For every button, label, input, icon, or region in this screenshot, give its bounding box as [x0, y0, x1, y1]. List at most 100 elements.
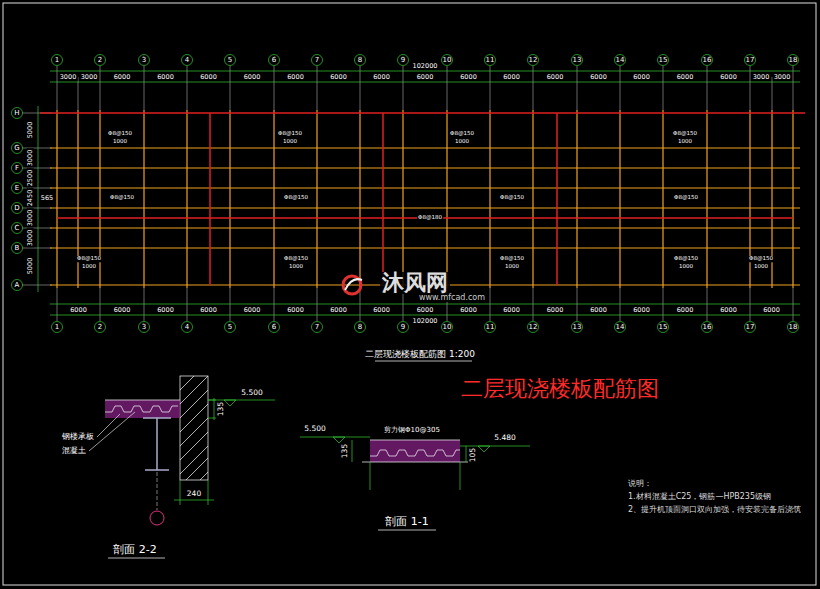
rebar-label: Φ8@150 — [283, 195, 309, 201]
dimension: 6000 — [329, 307, 348, 314]
dimension: 6000 — [632, 307, 651, 314]
axis-number: H — [14, 110, 19, 117]
dimension: 6000 — [719, 74, 738, 81]
dimension: 3000 — [80, 74, 99, 81]
dimension: 6000 — [762, 307, 781, 314]
axis-number: 13 — [573, 57, 582, 64]
section-dimension: 240 — [186, 490, 202, 498]
axis-number: 14 — [616, 324, 625, 331]
rebar-label: Φ8@150 — [76, 256, 102, 262]
dimension: 6000 — [199, 307, 218, 314]
axis-number: D — [14, 205, 19, 212]
section-title: 剖面 2-2 — [113, 544, 156, 555]
axis-number: 7 — [315, 57, 319, 64]
section-dimension: 105 — [469, 447, 477, 463]
axis-number: 17 — [746, 324, 755, 331]
axis-number: 18 — [789, 324, 798, 331]
axis-number: E — [15, 185, 19, 192]
axis-number: G — [14, 145, 19, 152]
rebar-label: Φ8@150 — [107, 131, 133, 137]
section-dimension: 5.500 — [303, 425, 326, 433]
dimension: 6000 — [243, 74, 262, 81]
rebar-label: Φ8@150 — [277, 131, 303, 137]
rebar-label: 1000 — [112, 139, 128, 145]
rebar-label: Φ8@150 — [449, 131, 475, 137]
axis-number: 2 — [98, 57, 102, 64]
dimension: 6000 — [676, 74, 695, 81]
dimension: 3000 — [773, 74, 792, 81]
rebar-label: Φ8@150 — [499, 195, 525, 201]
axis-number: 11 — [486, 57, 495, 64]
section-dimension: 5.480 — [493, 434, 516, 442]
rebar-note: 剪力钢Φ10@305 — [383, 427, 441, 434]
rebar-label: Φ8@150 — [673, 195, 699, 201]
section-dimension: 5.500 — [240, 389, 263, 397]
dimension: 6000 — [329, 74, 348, 81]
dimension: 5000 — [27, 121, 34, 140]
watermark: 沐风网 — [380, 272, 450, 294]
dimension: 6000 — [156, 307, 175, 314]
dimension: 565 — [40, 195, 54, 202]
dimension: 3000 — [752, 74, 771, 81]
axis-number: 4 — [185, 57, 189, 64]
design-note: 1.材料混凝土C25，钢筋—HPB235级钢 — [628, 493, 771, 501]
material-label: 混凝土 — [62, 447, 86, 455]
dimension: 6000 — [286, 307, 305, 314]
dimension: 6000 — [502, 74, 521, 81]
axis-number: 18 — [789, 57, 798, 64]
axis-number: 12 — [529, 324, 538, 331]
axis-number: 10 — [443, 57, 452, 64]
rebar-label: 1000 — [282, 139, 298, 145]
dimension: 6000 — [416, 74, 435, 81]
dimension: 6000 — [69, 307, 88, 314]
rebar-label: 1000 — [504, 264, 520, 270]
axis-number: 11 — [486, 324, 495, 331]
axis-number: 5 — [228, 57, 232, 64]
axis-number: 3 — [142, 57, 146, 64]
plan-caption: 二层现浇楼板配筋图 1:200 — [364, 350, 476, 359]
dimension: 3000 — [59, 74, 78, 81]
rebar-label: Φ8@150 — [673, 256, 699, 262]
axis-number: C — [15, 225, 20, 232]
axis-number: 1 — [55, 324, 59, 331]
axis-number: 5 — [228, 324, 232, 331]
axis-number: 17 — [746, 57, 755, 64]
axis-number: B — [15, 245, 20, 252]
design-note: 2、提升机顶面洞口双向加强，待安装完备后浇筑 — [628, 506, 801, 514]
axis-number: F — [15, 165, 19, 172]
dimension: 6000 — [416, 307, 435, 314]
dimension: 6000 — [676, 307, 695, 314]
axis-number: 9 — [401, 57, 405, 64]
rebar-label: 1000 — [678, 264, 694, 270]
axis-number: 1 — [55, 57, 59, 64]
dimension: 6000 — [286, 74, 305, 81]
dimension: 6000 — [589, 74, 608, 81]
design-note: 说明： — [628, 480, 652, 488]
axis-number: 12 — [529, 57, 538, 64]
dimension: 6000 — [113, 74, 132, 81]
rebar-label: 1000 — [753, 264, 769, 270]
dimension: 6000 — [502, 307, 521, 314]
axis-number: 16 — [703, 324, 712, 331]
dimension: 6000 — [243, 307, 262, 314]
dimension: 6000 — [156, 74, 175, 81]
dimension: 6000 — [546, 74, 565, 81]
axis-number: 2 — [98, 324, 102, 331]
section-dimension: 135 — [217, 401, 225, 417]
dimension: 2500 — [27, 169, 34, 188]
section-title: 剖面 1-1 — [385, 516, 428, 527]
dimension: 6000 — [113, 307, 132, 314]
dimension: 3000 — [27, 229, 34, 248]
dimension: 6000 — [719, 307, 738, 314]
dimension: 2450 — [27, 189, 34, 208]
axis-number: 3 — [142, 324, 146, 331]
axis-number: 10 — [443, 324, 452, 331]
axis-number: 8 — [358, 57, 362, 64]
material-label: 钢楼承板 — [62, 433, 94, 441]
axis-number: 8 — [358, 324, 362, 331]
axis-number: 13 — [573, 324, 582, 331]
rebar-label: Φ8@150 — [748, 256, 774, 262]
rebar-label: 1000 — [677, 139, 693, 145]
dimension: 6000 — [546, 307, 565, 314]
